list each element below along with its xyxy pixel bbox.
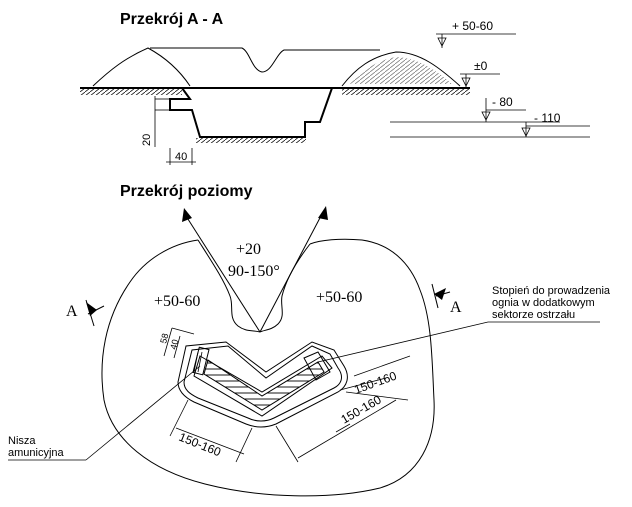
svg-text:ognia w dodatkowym: ognia w dodatkowym [492,297,595,309]
svg-text:150-160: 150-160 [339,392,384,426]
section-horizontal-title: Przekrój poziomy [120,183,253,200]
svg-text:A: A [450,299,462,316]
fire-sector-arrowhead-left [182,208,192,222]
level-marker-zero: ±0 [460,59,500,88]
svg-text:amunicyjna: amunicyjna [8,447,65,459]
fire-sector-arrow-left [185,215,261,333]
svg-text:Nisza: Nisza [8,435,36,447]
section-marker-left: A [66,299,105,327]
level-marker-50-60: + 50-60 [436,19,516,48]
trench-inner-rim [193,355,333,417]
dim-right-lower: 150-160 [275,391,409,463]
svg-text:Stopień do prowadzenia: Stopień do prowadzenia [492,285,611,297]
svg-text:±0: ±0 [474,59,488,73]
dim-width-40: 40 [175,151,187,163]
zone-front-angle: 90-150° [228,263,280,280]
zone-left-level: +50-60 [154,293,200,310]
zone-front-level: +20 [236,241,261,258]
outer-parapet-outline [101,238,435,497]
svg-text:- 80: - 80 [492,95,513,109]
right-parapet-mound [341,51,461,87]
firing-step [303,351,331,381]
svg-text:150-160: 150-160 [177,430,223,460]
right-parapet-fill [350,57,452,84]
level-marker-minus-110: - 110 [390,111,590,138]
trench-bottom-hatch [196,138,306,143]
fire-sector-arrow-right [259,213,323,333]
overhead-parapet-line [150,47,380,73]
section-horizontal: Przekrój poziomy +20 90-150° +50-60 +50-… [8,183,611,497]
section-aa: Przekrój A - A 20 40 + 50-60 [80,11,590,165]
section-marker-right: A [431,283,462,316]
niche-dim-inner: 40 [168,338,180,350]
ground-hatch-left [80,89,182,95]
callout-ammunition-niche: Nisza amunicyjna [8,365,201,461]
fire-sector-left-edge [197,239,261,333]
ground-hatch-right [342,89,470,95]
svg-text:- 110: - 110 [534,111,561,125]
fire-sector-arrowhead-right [318,206,328,220]
trench-outer-wall-inner [183,345,342,422]
section-aa-title: Przekrój A - A [120,11,224,28]
svg-text:+ 50-60: + 50-60 [452,19,493,33]
trench-profile [169,87,333,138]
trench-outer-wall [177,341,348,428]
callout-firing-step: Stopień do prowadzenia ognia w dodatkowy… [317,285,611,363]
niche-dim-outer: 58 [158,332,170,344]
dim-height-20: 20 [141,134,153,146]
left-parapet-mound [92,47,191,87]
level-marker-minus-80: - 80 [390,95,560,123]
trench-floor [203,359,325,411]
svg-text:A: A [66,303,78,320]
zone-right-level: +50-60 [316,289,362,306]
dim-right-upper: 150-160 [339,355,411,397]
svg-text:sektorze ostrzału: sektorze ostrzału [492,309,575,321]
